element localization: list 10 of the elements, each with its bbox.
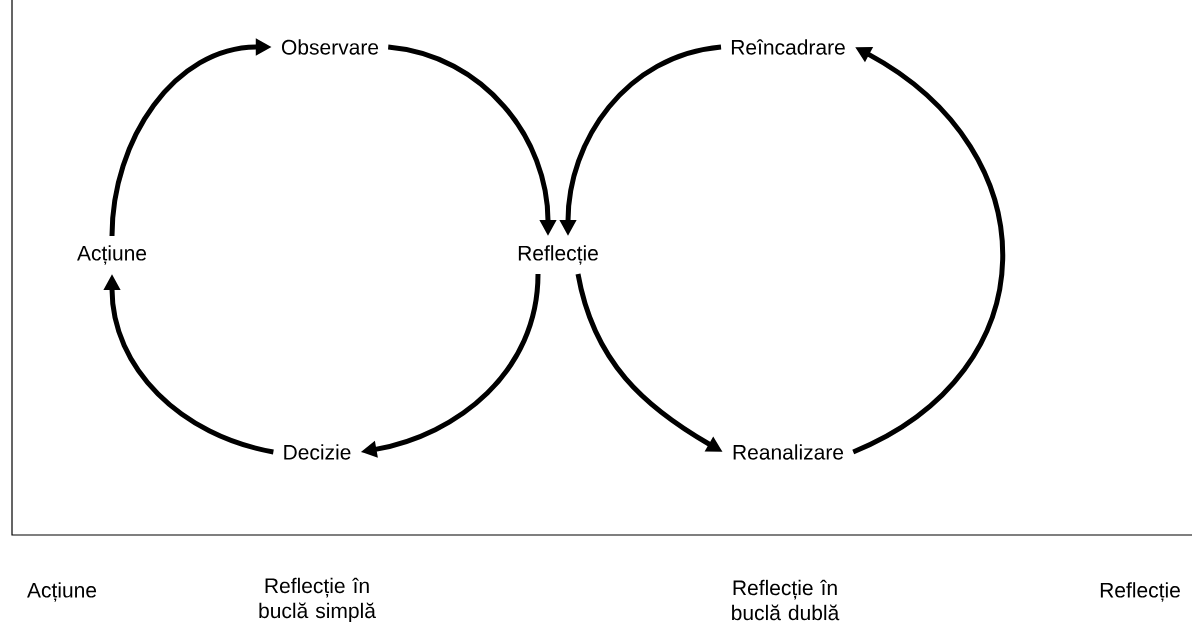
node-label: Observare xyxy=(281,39,379,55)
axis-label: Reflecție în buclă dublă xyxy=(732,579,840,621)
node-label: Reflecție xyxy=(518,245,598,265)
axis-label: Reflecție în buclă simplă xyxy=(259,577,376,622)
node-label: Acțiune xyxy=(77,245,147,265)
node-label: Decizie xyxy=(284,444,351,460)
node-label: Reanalizare xyxy=(733,444,844,460)
axis-label: Acțiune xyxy=(27,582,97,602)
node-label: Reîncadrare xyxy=(731,39,845,55)
axis-label: Reflecție xyxy=(1100,582,1180,602)
